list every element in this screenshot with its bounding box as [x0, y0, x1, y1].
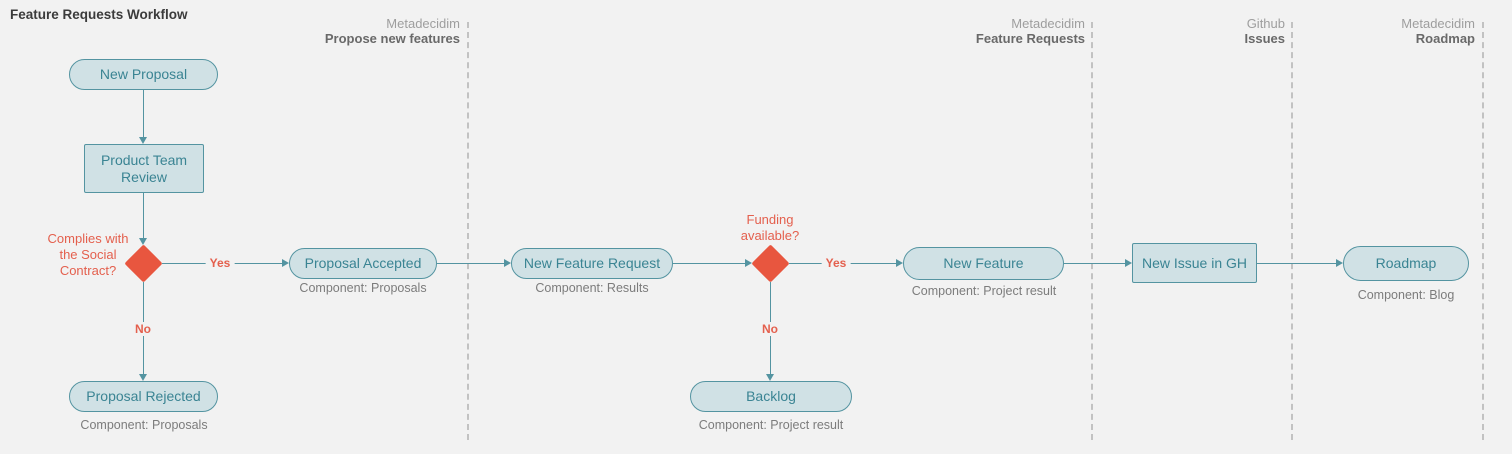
decision-diamond-funding — [750, 243, 790, 283]
node-label: Proposal Rejected — [86, 388, 201, 405]
diagram-title: Feature Requests Workflow — [10, 7, 188, 22]
connector-new-proposal-to-review — [142, 90, 144, 137]
arrowhead-down-icon — [139, 374, 147, 381]
component-label: Component: Results — [535, 281, 649, 295]
lane-divider — [1482, 22, 1484, 440]
arrowhead-down-icon — [766, 374, 774, 381]
node-label: Proposal Accepted — [304, 255, 422, 272]
branch-label-yes: Yes — [821, 256, 851, 270]
node-backlog: Backlog — [690, 381, 852, 412]
lane-header-roadmap: Metadecidim Roadmap — [1401, 16, 1475, 46]
node-label: New Feature Request — [523, 255, 661, 272]
node-proposal-accepted: Proposal Accepted — [289, 248, 437, 279]
node-label: Backlog — [746, 388, 796, 405]
node-new-feature: New Feature — [903, 247, 1064, 280]
lane-divider — [1091, 22, 1093, 440]
arrowhead-down-icon — [139, 137, 147, 144]
lane-name: Issues — [1244, 31, 1285, 46]
lane-platform: Github — [1246, 16, 1285, 31]
node-label: New Proposal — [99, 66, 188, 83]
lane-name: Propose new features — [324, 31, 460, 46]
arrowhead-down-icon — [139, 238, 147, 245]
lane-platform: Metadecidim — [386, 16, 460, 31]
component-label: Component: Proposals — [299, 281, 427, 295]
lane-name: Feature Requests — [975, 31, 1085, 46]
node-new-feature-request: New Feature Request — [511, 248, 673, 279]
branch-label-yes: Yes — [205, 256, 235, 270]
arrowhead-right-icon — [1336, 259, 1343, 267]
arrowhead-right-icon — [282, 259, 289, 267]
node-new-proposal: New Proposal — [69, 59, 218, 90]
component-label: Component: Blog — [1357, 288, 1455, 302]
lane-divider — [1291, 22, 1293, 440]
lane-platform: Metadecidim — [1401, 16, 1475, 31]
connector-accepted-to-new-feature-request — [437, 262, 504, 264]
node-roadmap: Roadmap — [1343, 246, 1469, 281]
connector-gh-issue-to-roadmap — [1257, 262, 1336, 264]
node-proposal-rejected: Proposal Rejected — [69, 381, 218, 412]
decision-question: Funding available? — [740, 212, 800, 243]
node-label: New Issue in GH — [1141, 254, 1248, 271]
component-label: Component: Project result — [911, 284, 1057, 298]
lane-platform: Metadecidim — [1011, 16, 1085, 31]
arrowhead-right-icon — [896, 259, 903, 267]
node-label: Product Team Review — [100, 151, 188, 185]
node-product-team-review: Product Team Review — [84, 144, 204, 193]
arrowhead-right-icon — [745, 259, 752, 267]
lane-header-propose-new-features: Metadecidim Propose new features — [325, 16, 460, 46]
component-label: Component: Project result — [698, 418, 844, 432]
connector-new-feature-request-to-funding — [673, 262, 745, 264]
connector-review-to-social-contract — [142, 193, 144, 238]
connector-new-feature-to-gh-issue — [1064, 262, 1125, 264]
arrowhead-right-icon — [504, 259, 511, 267]
decision-question: Complies with the Social Contract? — [47, 231, 129, 278]
lane-header-github-issues: Github Issues — [1245, 16, 1285, 46]
arrowhead-right-icon — [1125, 259, 1132, 267]
lane-header-feature-requests: Metadecidim Feature Requests — [976, 16, 1085, 46]
lane-name: Roadmap — [1415, 31, 1475, 46]
branch-label-no: No — [758, 322, 782, 336]
component-label: Component: Proposals — [80, 418, 208, 432]
node-new-issue-in-gh: New Issue in GH — [1132, 243, 1257, 283]
node-label: New Feature — [943, 255, 1024, 272]
branch-label-no: No — [131, 322, 155, 336]
node-label: Roadmap — [1375, 255, 1437, 272]
lane-divider — [467, 22, 469, 440]
